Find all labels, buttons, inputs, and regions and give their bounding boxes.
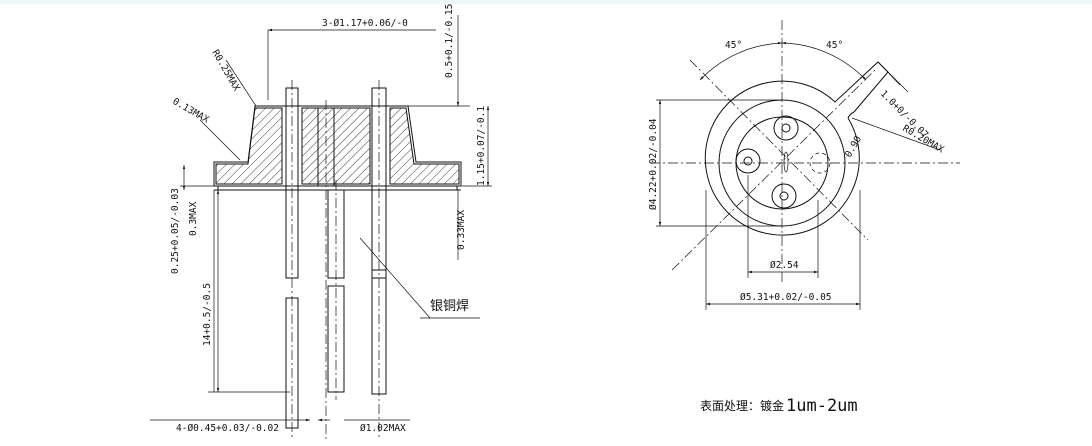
surface-note-value: 1um-2um [786, 396, 858, 416]
dim-left-step: 0.3MAX [188, 201, 199, 236]
dim-bottom-pins: 4-Ø0.45+0.03/-0.02 [176, 423, 279, 434]
dim-pin-length: 14+0.5/-0.5 [202, 283, 213, 346]
dim-ground-pin: Ø1.02MAX [360, 423, 406, 434]
surface-note-prefix: 表面处理：镀金 [700, 398, 784, 413]
outer-flange-contour [704, 61, 889, 236]
dim-inner-dia: Ø4.22+0.02/-0.04 [648, 118, 659, 210]
dim-pin-circle: Ø2.54 [770, 260, 799, 271]
pin-center-left [327, 180, 345, 400]
hatch-left-flange [215, 107, 283, 185]
label-weld: 银铜焊 [430, 298, 469, 314]
pin-center [317, 100, 335, 440]
pin-hole-bottom [771, 183, 797, 209]
top-view [650, 20, 960, 310]
dim-angle-right: 45° [826, 40, 843, 51]
top-bar [0, 0, 1092, 4]
dim-top-pins: 3-Ø1.17+0.06/-0 [322, 18, 408, 29]
pin-hole-top [773, 115, 799, 141]
dim-radius-top: R0.25MAX [209, 48, 242, 93]
dim-flange: 0.25+0.05/-0.03 [170, 188, 181, 274]
side-view [150, 15, 492, 440]
pin-left [285, 80, 299, 440]
dim-outer-dia: Ø5.31+0.02/-0.05 [740, 292, 832, 303]
dim-key-depth: 0.90 [843, 134, 864, 160]
hatch-center-body [301, 107, 371, 185]
dim-chamfer: 0.13MAX [171, 96, 211, 126]
dim-body-height: 1.15+0.07/-0.1 [476, 106, 487, 186]
dim-angle-left: 45° [725, 40, 742, 51]
pin-hole-left [735, 148, 761, 174]
ground-pin-hidden [809, 152, 831, 174]
hatch-right-flange [389, 107, 460, 185]
dim-top-offset: 0.5+0.1/-0.15 [444, 4, 455, 78]
dim-right-step: 0.33MAX [456, 210, 467, 250]
